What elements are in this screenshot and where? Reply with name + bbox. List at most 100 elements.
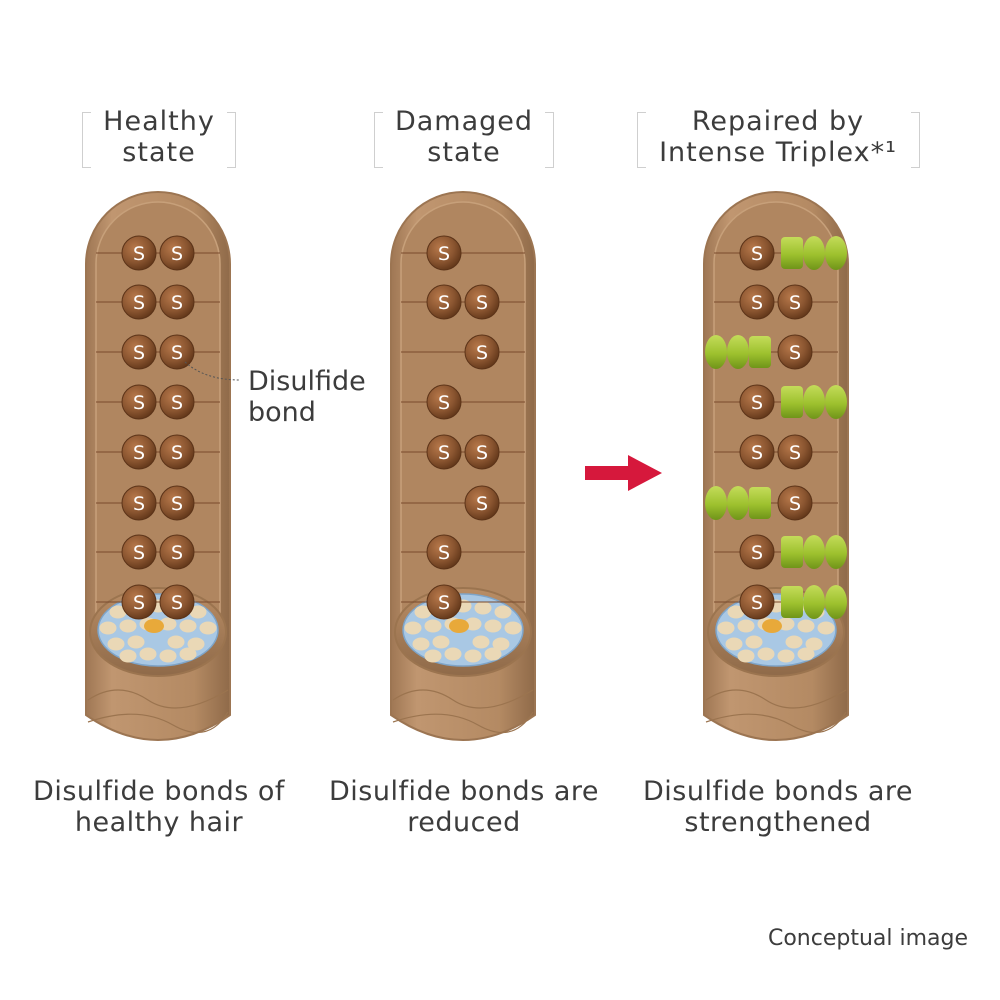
sulfur-atom: S [160,335,194,369]
sulfur-atom: S [122,585,156,619]
triplex-molecule [705,486,771,520]
sulfur-label: S [133,542,145,564]
caption-healthy-line-1: Disulfide bonds of [9,776,309,807]
sulfur-label: S [171,493,183,515]
sulfur-atom: S [160,535,194,569]
sulfur-label: S [789,493,801,515]
triplex-segment [781,386,803,418]
medulla-core [144,619,164,633]
cortex-cell [120,620,137,633]
cortex-cell [475,602,492,615]
right-arrow-icon [585,455,662,491]
sulfur-label: S [751,592,763,614]
sulfur-atom: S [122,385,156,419]
caption-healthy: Disulfide bonds of healthy hair [9,776,309,838]
cortex-cell [120,650,137,663]
sulfur-atom: S [427,585,461,619]
sulfur-atom: S [740,435,774,469]
cortex-cell [140,648,157,661]
sulfur-atom: S [122,285,156,319]
sulfur-label: S [438,592,450,614]
sulfur-atom: S [740,385,774,419]
triplex-segment [803,585,825,619]
triplex-segment [781,536,803,568]
cortex-cell [465,650,482,663]
cortex-cell [485,620,502,633]
sulfur-label: S [171,342,183,364]
sulfur-atom: S [122,535,156,569]
triplex-segment [727,486,749,520]
sulfur-label: S [438,542,450,564]
sulfur-atom: S [427,535,461,569]
cortex-cell [433,636,450,649]
sulfur-atom: S [740,535,774,569]
triplex-molecule [781,585,847,619]
sulfur-label: S [476,292,488,314]
sulfur-atom: S [427,285,461,319]
sulfur-atom: S [740,585,774,619]
triplex-molecule [705,335,771,369]
caption-repaired-line-1: Disulfide bonds are [628,776,928,807]
medulla-core [449,619,469,633]
sulfur-label: S [789,342,801,364]
triplex-segment [749,487,771,519]
sulfur-atom: S [740,236,774,270]
sulfur-atom: S [427,236,461,270]
sulfur-label: S [171,243,183,265]
triplex-segment [803,236,825,270]
sulfur-label: S [438,442,450,464]
sulfur-label: S [171,392,183,414]
sulfur-label: S [438,392,450,414]
cortex-cell [798,648,815,661]
cortex-cell [758,648,775,661]
triplex-segment [705,335,727,369]
triplex-molecule [781,385,847,419]
disulfide-bond-callout: Disulfide bond [248,366,366,428]
cortex-cell [505,622,522,635]
sulfur-label: S [751,392,763,414]
cortex-cell [128,636,145,649]
sulfur-label: S [476,442,488,464]
sulfur-atom: S [160,285,194,319]
triplex-segment [803,385,825,419]
medulla-core [762,619,782,633]
caption-damaged-line-2: reduced [314,807,614,838]
sulfur-atom: S [122,486,156,520]
cortex-cell [495,606,512,619]
caption-healthy-line-2: healthy hair [9,807,309,838]
sulfur-label: S [133,592,145,614]
cortex-cell [108,638,125,651]
cortex-cell [778,650,795,663]
sulfur-label: S [751,442,763,464]
sulfur-label: S [171,442,183,464]
caption-repaired: Disulfide bonds are strengthened [628,776,928,838]
conceptual-image-note: Conceptual image [768,926,968,951]
sulfur-label: S [751,292,763,314]
sulfur-label: S [476,493,488,515]
cortex-cell [413,638,430,651]
hair-strand-healthy: SSSSSSSSSSSSSSSS [86,192,230,740]
sulfur-atom: S [778,435,812,469]
triplex-segment [825,385,847,419]
triplex-segment [749,336,771,368]
sulfur-label: S [133,392,145,414]
cortex-cell [485,648,502,661]
sulfur-label: S [133,243,145,265]
cortex-cell [168,636,185,649]
sulfur-atom: S [160,385,194,419]
cortex-cell [200,622,217,635]
triplex-segment [825,535,847,569]
triplex-segment [825,236,847,270]
sulfur-atom: S [122,335,156,369]
sulfur-label: S [438,292,450,314]
caption-repaired-line-2: strengthened [628,807,928,838]
sulfur-label: S [171,292,183,314]
sulfur-atom: S [740,285,774,319]
sulfur-label: S [751,542,763,564]
sulfur-atom: S [465,285,499,319]
sulfur-label: S [171,592,183,614]
cortex-cell [425,620,442,633]
hair-channel [401,202,525,615]
